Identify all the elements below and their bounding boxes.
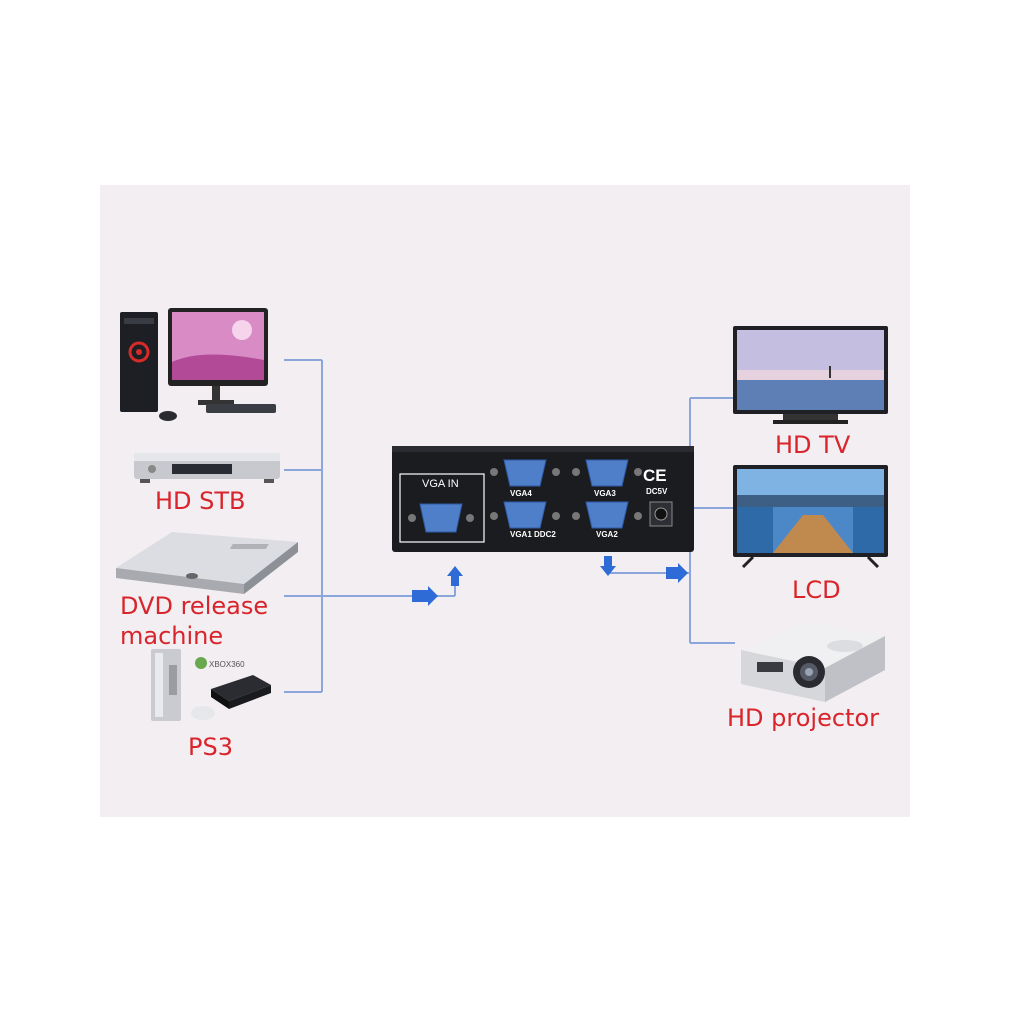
port-vga1: [490, 501, 560, 529]
label-lcd: LCD: [792, 576, 841, 604]
label-hd-projector: HD projector: [727, 704, 880, 732]
dc5v-label: DC5V: [646, 487, 668, 496]
projector-icon: [741, 622, 885, 702]
port-vga2: [572, 501, 642, 529]
arrow-to-outputs: [666, 563, 688, 583]
label-hd-tv: HD TV: [775, 431, 851, 459]
label-hd-stb: HD STB: [155, 487, 246, 515]
signal-arrows: [412, 556, 688, 606]
power-jack: [649, 501, 673, 527]
label-dvd-release-machine: DVD release machine: [120, 591, 268, 651]
vga-in-label: VGA IN: [422, 478, 459, 490]
dvd-drive-icon: [116, 532, 298, 594]
port-label-vga3: VGA3: [594, 489, 616, 498]
ce-mark: CE: [643, 466, 667, 485]
game-console-icon: XBOX360: [151, 649, 271, 721]
desktop-pc-icon: [120, 308, 276, 421]
label-dvd-text: DVD release machine: [120, 592, 269, 650]
vga-splitter-box: VGA IN VGA4 VGA3 VGA1 DDC2 VGA2 CE DC5V: [392, 446, 694, 552]
label-ps3: PS3: [188, 733, 233, 761]
vga-in-port: [408, 503, 474, 533]
xbox-logo-text: XBOX360: [209, 660, 245, 669]
port-vga3: [572, 459, 642, 487]
arrow-into-bus: [412, 586, 438, 606]
arrow-up-into-splitter: [447, 566, 463, 586]
set-top-box-icon: [134, 453, 280, 483]
lcd-monitor-icon: [733, 465, 888, 568]
port-label-vga4: VGA4: [510, 489, 532, 498]
port-vga4: [490, 459, 560, 487]
arrow-down-from-splitter: [600, 556, 616, 576]
port-label-vga2: VGA2: [596, 530, 618, 539]
port-label-vga1: VGA1 DDC2: [510, 530, 556, 539]
hd-tv-icon: [733, 326, 888, 424]
